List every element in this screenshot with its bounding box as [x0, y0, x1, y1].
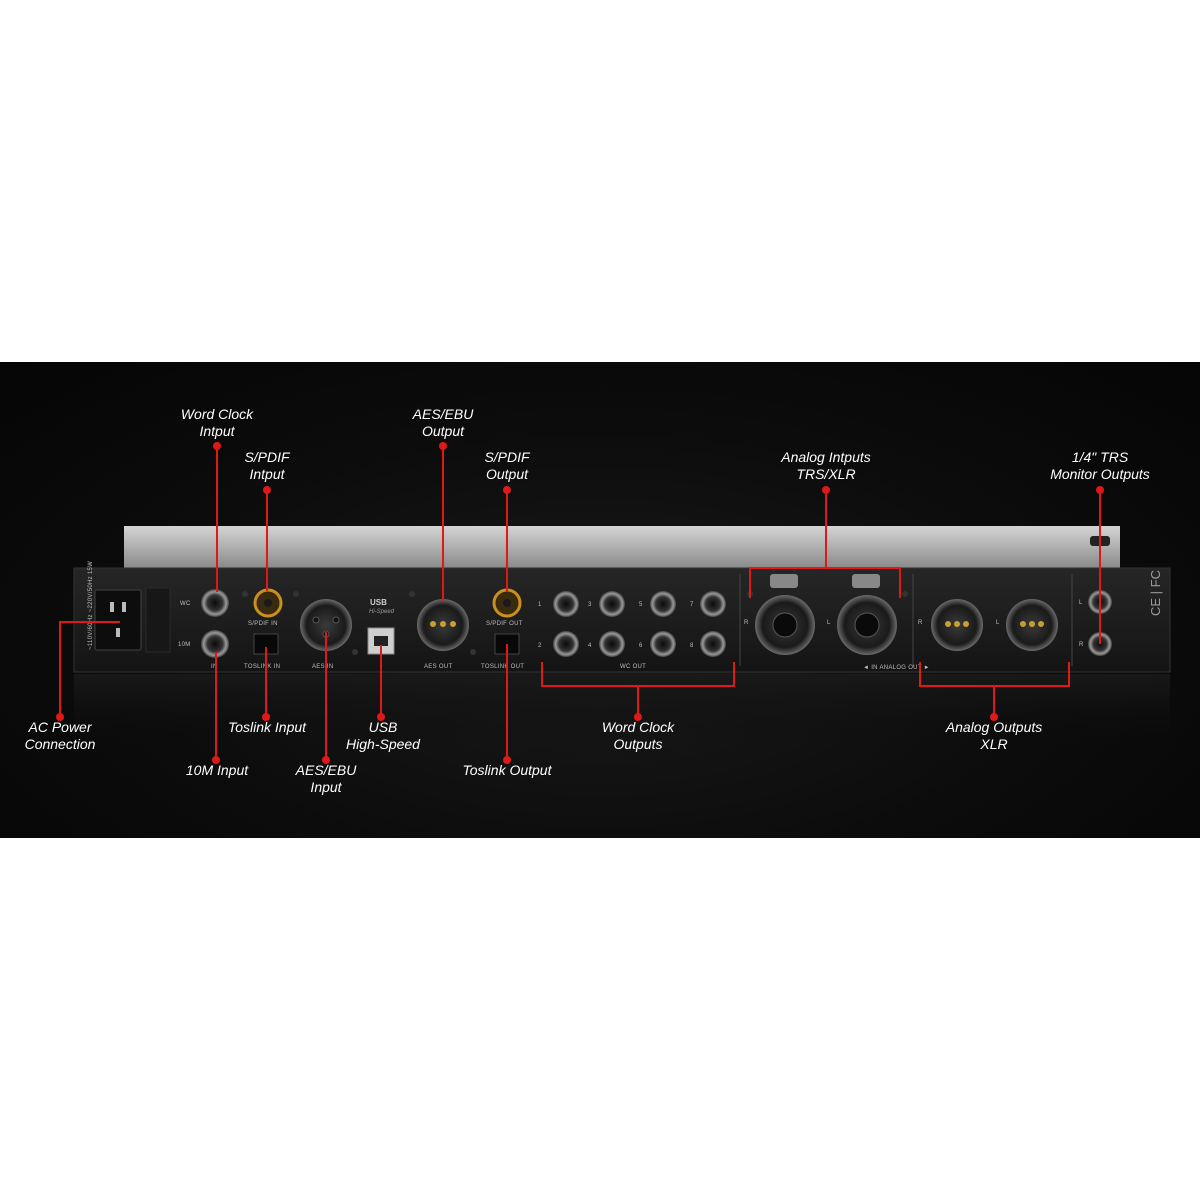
- svg-text:USB: USB: [370, 598, 387, 607]
- label-toslink-input: Toslink Input: [227, 719, 307, 735]
- svg-text:IN: IN: [211, 664, 218, 670]
- label-analog-inputs: Analog Intputs TRS/XLR: [781, 449, 871, 482]
- label-spdif-input: S/PDIF Intput: [244, 449, 290, 482]
- svg-text:R: R: [744, 620, 749, 626]
- power-rating-text: ~110V/60Hz ~220V/50Hz 15W: [88, 561, 94, 650]
- wc-out-bnc-group: 1 3 5 7 2 4 6 8 WC OUT: [538, 591, 726, 670]
- label-word-clock-outputs: Word Clock Outputs: [601, 719, 675, 752]
- svg-text:Hi-Speed: Hi-Speed: [369, 609, 395, 615]
- label-word-clock-input: Word Clock Intput: [180, 406, 254, 439]
- svg-text:◄ IN ANALOG OUT ►: ◄ IN ANALOG OUT ►: [863, 665, 930, 671]
- ac-inlet: ~110V/60Hz ~220V/50Hz 15W: [88, 561, 171, 653]
- svg-text:3: 3: [588, 602, 592, 608]
- label-toslink-output: Toslink Output: [462, 762, 552, 778]
- svg-text:AES IN: AES IN: [312, 664, 333, 670]
- device-rear-panel: ~110V/60Hz ~220V/50Hz 15W WC 10M IN S/PD…: [56, 442, 1171, 764]
- svg-text:4: 4: [588, 643, 592, 649]
- svg-text:L: L: [827, 620, 831, 626]
- svg-text:L: L: [996, 620, 1000, 626]
- svg-text:R: R: [1079, 642, 1084, 648]
- svg-text:6: 6: [639, 643, 643, 649]
- svg-text:WC: WC: [180, 601, 191, 607]
- svg-text:5: 5: [639, 602, 643, 608]
- chassis-top: [124, 526, 1120, 568]
- svg-text:TOSLINK OUT: TOSLINK OUT: [481, 664, 524, 670]
- svg-text:L: L: [1079, 600, 1083, 606]
- label-aes-ebu-output: AES/EBU Output: [412, 406, 474, 439]
- analog-combo-inputs: [755, 574, 897, 655]
- svg-text:WC OUT: WC OUT: [620, 664, 646, 670]
- analog-xlr-outputs: R L: [918, 599, 1058, 651]
- svg-text:1: 1: [538, 602, 542, 608]
- svg-text:TOSLINK IN: TOSLINK IN: [244, 664, 280, 670]
- product-callout-diagram: ~110V/60Hz ~220V/50Hz 15W WC 10M IN S/PD…: [0, 362, 1200, 838]
- svg-text:7: 7: [690, 602, 694, 608]
- label-usb: USB High-Speed: [346, 719, 420, 752]
- svg-text:S/PDIF IN: S/PDIF IN: [248, 621, 278, 627]
- label-monitor-outputs: 1/4" TRS Monitor Outputs: [1050, 449, 1150, 482]
- svg-text:2: 2: [538, 643, 542, 649]
- label-10m-input: 10M Input: [185, 762, 249, 778]
- chassis-face: [73, 567, 1171, 673]
- ce-fc-mark: CE | FC: [1148, 570, 1163, 616]
- svg-text:AES OUT: AES OUT: [424, 664, 452, 670]
- svg-text:S/PDIF OUT: S/PDIF OUT: [486, 621, 523, 627]
- label-aes-ebu-input: AES/EBU Input: [295, 762, 357, 795]
- svg-text:10M: 10M: [178, 642, 191, 648]
- label-analog-outputs: Analog Outputs XLR: [945, 719, 1043, 752]
- label-ac-power: AC Power Connection: [24, 719, 96, 752]
- label-spdif-output: S/PDIF Output: [484, 449, 530, 482]
- svg-text:R: R: [918, 620, 923, 626]
- callout-lines: [56, 442, 1104, 764]
- svg-text:8: 8: [690, 643, 694, 649]
